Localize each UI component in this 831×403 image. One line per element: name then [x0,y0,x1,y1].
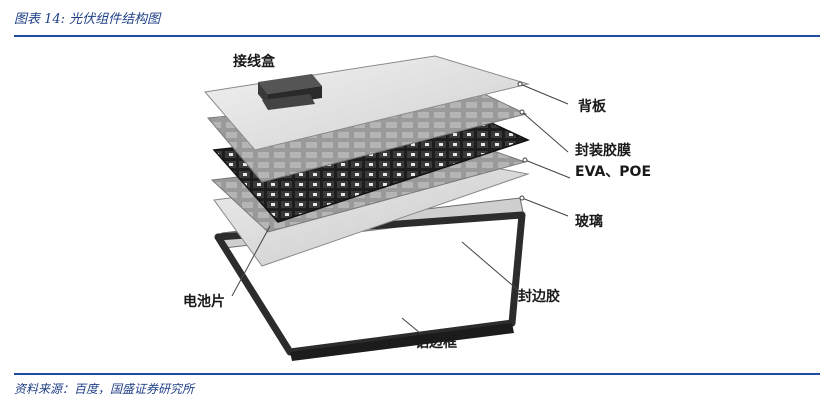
label-frame: 铝边框 [415,334,457,351]
label-encapsulant: 封装胶膜 [575,142,631,159]
top-rule [14,35,820,37]
label-junction-box: 接线盒 [233,53,276,70]
label-backsheet: 背板 [578,98,607,115]
leader-lines [231,81,571,334]
label-glass: 玻璃 [575,213,603,230]
source-note: 资料来源：百度，国盛证券研究所 [14,382,195,396]
figure-caption: 图表 14: 光伏组件结构图 [14,12,161,27]
label-cells: 电池片 [183,293,225,310]
junction-box [258,74,322,110]
bottom-rule [14,373,820,375]
label-sealant: 封边胶 [518,288,560,305]
label-encapsulant-types: EVA、POE [575,164,651,180]
